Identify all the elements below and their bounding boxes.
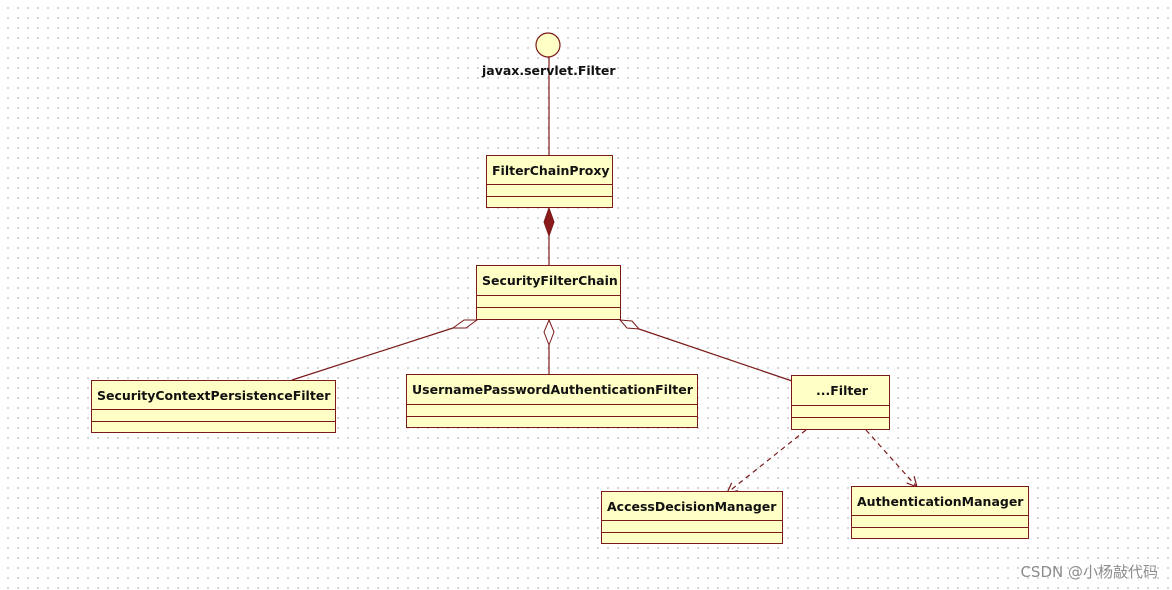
aggregation-line-right [638, 328, 793, 382]
attributes-compartment [477, 296, 620, 308]
aggregation-diamond-left-icon [451, 319, 479, 329]
operations-compartment [92, 422, 335, 433]
attributes-compartment [487, 185, 612, 197]
class-name: SecurityContextPersistenceFilter [92, 381, 335, 410]
interface-lollipop-icon [535, 32, 561, 58]
class-username-password-authentication-filter[interactable]: UsernamePasswordAuthenticationFilter [406, 374, 698, 428]
class-name: FilterChainProxy [487, 156, 612, 185]
class-filter-chain-proxy[interactable]: FilterChainProxy [486, 155, 613, 208]
operations-compartment [792, 418, 889, 429]
aggregation-line-left [291, 327, 454, 381]
class-name: ...Filter [792, 376, 889, 406]
dependency-line-authentication [865, 429, 917, 487]
interface-label: javax.servlet.Filter [482, 63, 616, 78]
class-name: AuthenticationManager [852, 487, 1028, 516]
operations-compartment [477, 308, 620, 319]
class-security-context-persistence-filter[interactable]: SecurityContextPersistenceFilter [91, 380, 336, 433]
dependency-line-access [727, 429, 807, 493]
operations-compartment [407, 417, 697, 428]
operations-compartment [602, 533, 782, 544]
class-name: UsernamePasswordAuthenticationFilter [407, 375, 697, 405]
class-name: SecurityFilterChain [477, 266, 620, 296]
attributes-compartment [852, 516, 1028, 528]
class-authentication-manager[interactable]: AuthenticationManager [851, 486, 1029, 539]
class-security-filter-chain[interactable]: SecurityFilterChain [476, 265, 621, 320]
attributes-compartment [92, 410, 335, 422]
class-other-filter[interactable]: ...Filter [791, 375, 890, 430]
class-access-decision-manager[interactable]: AccessDecisionManager [601, 491, 783, 544]
attributes-compartment [407, 405, 697, 417]
operations-compartment [852, 528, 1028, 539]
composition-diamond-icon [543, 206, 555, 238]
attributes-compartment [602, 521, 782, 533]
attributes-compartment [792, 406, 889, 418]
aggregation-diamond-right-icon [618, 319, 641, 330]
class-name: AccessDecisionManager [602, 492, 782, 521]
aggregation-diamond-center-icon [543, 318, 555, 347]
watermark: CSDN @小杨敲代码 [1020, 563, 1158, 581]
operations-compartment [487, 197, 612, 208]
